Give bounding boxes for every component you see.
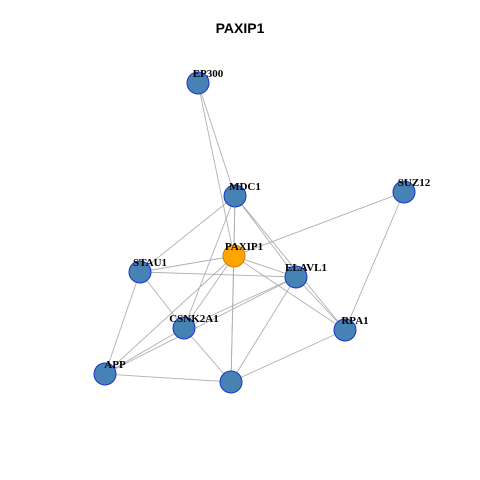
edge-mdc1-csnk2a1 [183, 195, 236, 329]
node-rpa1[interactable] [333, 318, 357, 342]
node-label-elavl1: ELAVL1 [285, 262, 327, 274]
edge-ep300-mdc1 [197, 82, 236, 197]
edge-elavl1-unlabeled [230, 276, 297, 383]
edge-suz12-rpa1 [344, 191, 405, 331]
node-label-csnk2a1: CSNK2A1 [169, 313, 219, 325]
node-label-suz12: SUZ12 [398, 177, 431, 189]
node-label-ep300: EP300 [193, 68, 224, 80]
node-label-paxip1: PAXIP1 [225, 241, 263, 253]
edge-paxip1-rpa1 [233, 255, 346, 331]
edge-stau1-app [104, 271, 141, 375]
edge-stau1-csnk2a1 [139, 271, 185, 329]
node-label-rpa1: RPA1 [341, 315, 368, 327]
node-elavl1[interactable] [284, 265, 308, 289]
node-ep300[interactable] [186, 71, 210, 95]
edge-layer [104, 82, 405, 383]
node-mdc1[interactable] [223, 184, 247, 208]
edge-paxip1-unlabeled [230, 255, 235, 383]
node-label-app: APP [104, 359, 126, 371]
node-label-stau1: STAU1 [133, 257, 167, 269]
node-layer [93, 71, 416, 394]
edge-mdc1-elavl1 [234, 195, 297, 278]
edge-app-unlabeled [104, 373, 232, 383]
node-label-mdc1: MDC1 [229, 181, 261, 193]
node-stau1[interactable] [128, 260, 152, 284]
edge-rpa1-unlabeled [230, 329, 346, 383]
node-csnk2a1[interactable] [172, 316, 196, 340]
edge-elavl1-csnk2a1 [183, 276, 297, 329]
edge-mdc1-rpa1 [234, 195, 346, 331]
edge-elavl1-app [104, 276, 297, 375]
edge-mdc1-stau1 [139, 195, 236, 273]
node-unlabeled[interactable] [219, 370, 243, 394]
edge-stau1-elavl1 [139, 271, 297, 278]
node-app[interactable] [93, 362, 117, 386]
network-title: PAXIP1 [215, 20, 265, 36]
edge-paxip1-stau1 [139, 255, 235, 273]
node-suz12[interactable] [392, 180, 416, 204]
node-paxip1[interactable] [222, 244, 246, 268]
edge-csnk2a1-app [104, 327, 185, 375]
edge-csnk2a1-unlabeled [183, 327, 232, 383]
edge-elavl1-rpa1 [295, 276, 346, 331]
edge-paxip1-csnk2a1 [183, 255, 235, 329]
edge-paxip1-app [104, 255, 235, 375]
edge-suz12-paxip1 [233, 191, 405, 257]
edge-ep300-paxip1 [197, 82, 235, 257]
